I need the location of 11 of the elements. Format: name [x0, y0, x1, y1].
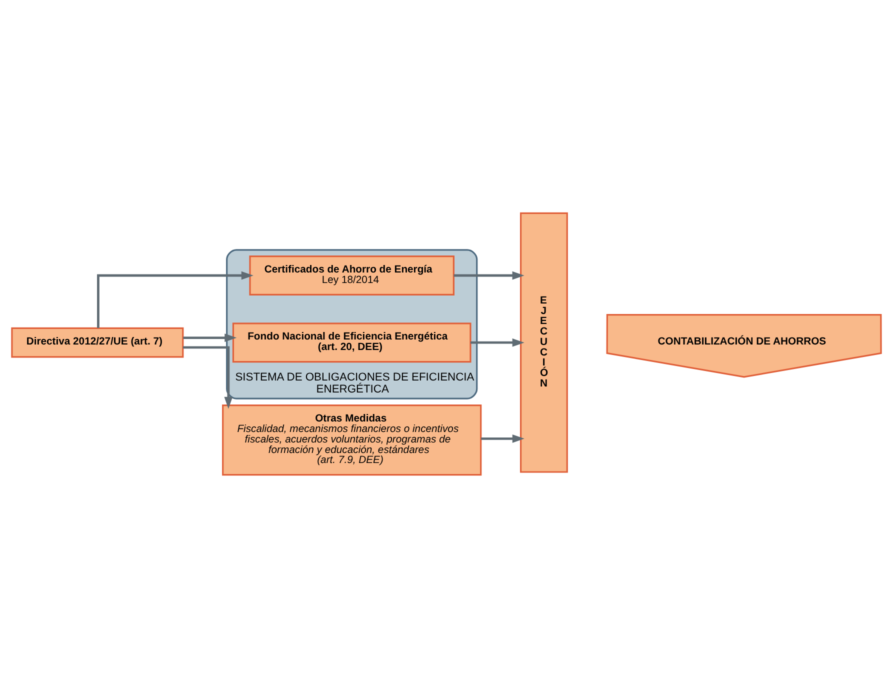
node-box: E J E C U C I Ó N [520, 212, 568, 473]
arrow [481, 434, 524, 443]
arrow [182, 346, 233, 409]
arrow [183, 334, 237, 342]
node-box: Otras Medidas Fiscalidad, mecanismos financieros o incentivos fiscales, acuerdos voluntarios, programas de formación y educación, estándares (art. 7.9, DEE) [222, 404, 482, 476]
node-box: Certificados de Ahorro de Energía Ley 18/2014 [249, 256, 454, 296]
arrow [454, 271, 524, 280]
arrow [97, 271, 254, 328]
arrow [470, 338, 524, 347]
node-box: Fondo Nacional de Eficiencia Energética (art. 20, DEE) [232, 322, 472, 363]
node-box: Directiva 2012/27/UE (art. 7) [11, 327, 184, 358]
